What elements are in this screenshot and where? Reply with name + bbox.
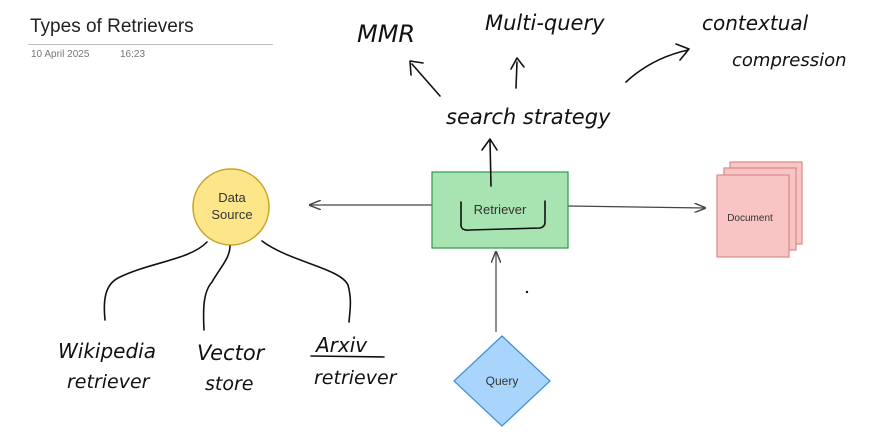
- arxiv-label: Arxiv: [314, 333, 368, 357]
- arxiv-underline: [310, 355, 385, 358]
- query-diamond: [453, 335, 551, 427]
- data-source-branches: [103, 240, 352, 331]
- wikipedia-retriever-label: retriever: [67, 371, 151, 393]
- page-date: 10 April 2025: [31, 49, 90, 60]
- search-to-compression-arrow: [625, 43, 690, 83]
- mmr-label: MMR: [357, 20, 415, 48]
- retriever-bracket-annotation: [460, 200, 546, 231]
- vector-label: Vector: [197, 341, 266, 365]
- search-to-multiquery-arrow: [510, 57, 525, 89]
- query-node: Query: [453, 335, 551, 427]
- search-strategy-label: search strategy: [446, 105, 611, 129]
- data-source-label-line1: Data: [218, 190, 246, 205]
- data-source-label-line2: Source: [211, 207, 252, 222]
- wikipedia-label: Wikipedia: [58, 339, 156, 363]
- page-title: Types of Retrievers: [30, 16, 194, 37]
- document-node: Document: [716, 161, 803, 258]
- data-source-node: Data Source: [192, 168, 270, 246]
- retriever-to-search-arrow: [481, 138, 498, 187]
- contextual-label: contextual: [702, 11, 809, 35]
- compression-label: compression: [732, 50, 847, 71]
- edge-retriever-to-document: [567, 206, 705, 208]
- document-page-front: [716, 174, 790, 258]
- vector-store-label: store: [205, 373, 253, 395]
- page-time: 16:23: [120, 49, 146, 60]
- stray-dot: [525, 290, 529, 294]
- search-to-mmr-arrow: [409, 60, 441, 97]
- retriever-label: Retriever: [474, 202, 527, 217]
- title-divider: [28, 44, 273, 45]
- query-label: Query: [486, 374, 519, 388]
- retriever-node: Retriever: [431, 171, 569, 249]
- data-source-circle: [192, 168, 270, 246]
- arxiv-retriever-label: retriever: [314, 367, 398, 389]
- multi-query-label: Multi-query: [485, 11, 605, 35]
- document-label: Document: [727, 213, 773, 224]
